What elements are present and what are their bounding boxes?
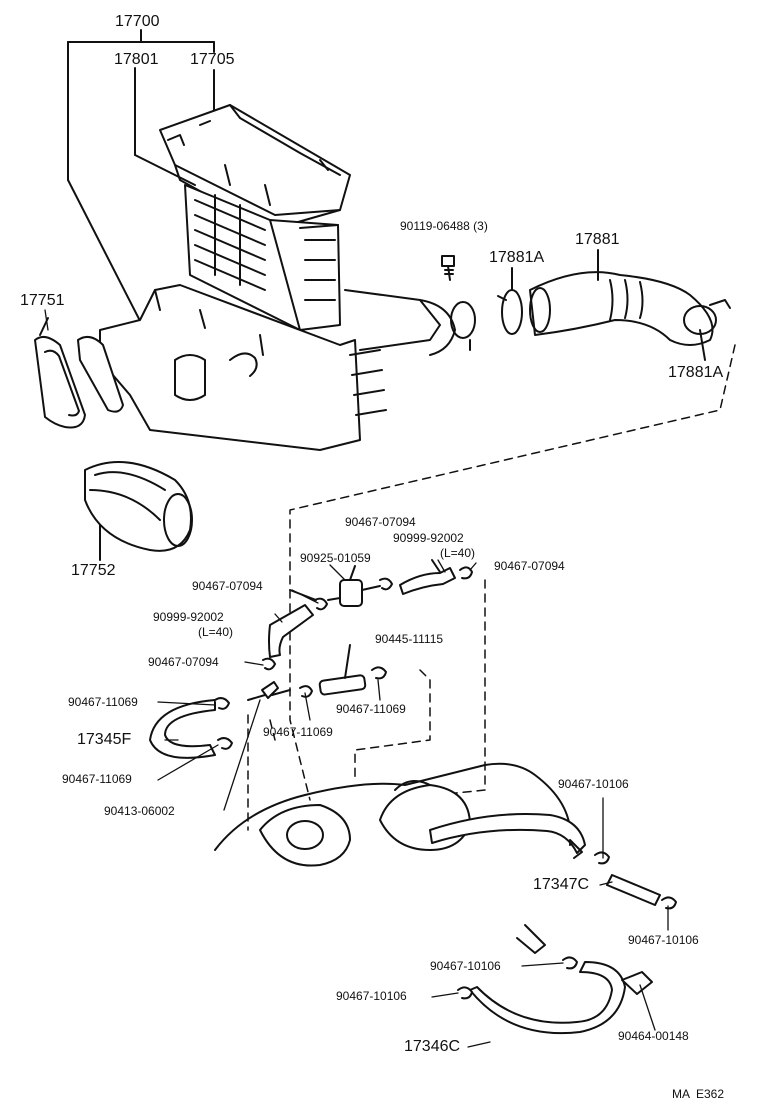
- clamp-17881A-lower[interactable]: [700, 300, 730, 360]
- label-90445-11115: 90445-11115: [375, 632, 444, 646]
- label-17346C: 17346C: [404, 1038, 461, 1055]
- label-17705: 17705: [190, 51, 235, 68]
- throttle-body-assembly[interactable]: [215, 764, 585, 866]
- label-17881: 17881: [575, 231, 620, 248]
- label-17751: 17751: [20, 292, 65, 309]
- clamp-90467-11069-lower[interactable]: [218, 738, 232, 749]
- intake-hose-17752[interactable]: [85, 462, 192, 560]
- label-90119-06488: 90119-06488 (3): [400, 219, 488, 233]
- clamp-90467-07094-left[interactable]: [290, 590, 327, 609]
- vacuum-valve-90925[interactable]: [328, 566, 380, 606]
- air-hose-17881[interactable]: [530, 250, 716, 345]
- label-90467-11069-mid: 90467-11069: [263, 725, 333, 739]
- air-filter-element-17801[interactable]: [185, 185, 340, 330]
- label-90999-92002-left: 90999-92002: [153, 610, 224, 624]
- leader-lines: [44, 309, 669, 1048]
- label-90999-92002-upper: 90999-92002: [393, 531, 464, 545]
- label-90467-07094-lower: 90467-07094: [148, 655, 219, 669]
- gasket-17751[interactable]: [35, 318, 123, 428]
- label-90467-07094-left: 90467-07094: [192, 579, 263, 593]
- clamp-90467-10106-lower-left[interactable]: [458, 987, 472, 998]
- hose-17346C[interactable]: [470, 962, 625, 1033]
- label-90467-07094-top: 90467-07094: [345, 515, 416, 529]
- label-90467-07094-right: 90467-07094: [494, 559, 565, 573]
- clamp-90467-07094-upper-right[interactable]: [460, 567, 472, 578]
- label-90464-00148: 90464-00148: [618, 1029, 689, 1043]
- label-90413-06002: 90413-06002: [104, 804, 175, 818]
- label-17881A-bottom: 17881A: [668, 364, 724, 381]
- label-17700: 17700: [115, 13, 160, 30]
- label-90999-92002-left-length: (L=40): [198, 625, 234, 639]
- label-90467-11069-lower: 90467-11069: [62, 772, 132, 786]
- label-17345F: 17345F: [77, 731, 132, 748]
- bolt-90119[interactable]: [442, 256, 454, 280]
- air-cleaner-case[interactable]: [100, 285, 475, 450]
- clamp-90467-07094-lower[interactable]: [263, 659, 275, 670]
- label-90467-11069-upper: 90467-11069: [68, 695, 138, 709]
- label-17752: 17752: [71, 562, 116, 579]
- clamp-90467-11069-upper[interactable]: [215, 698, 229, 709]
- label-90999-92002-upper-length: (L=40): [440, 546, 476, 560]
- label-90467-10106-right: 90467-10106: [628, 933, 699, 947]
- hose-17345F[interactable]: [150, 700, 215, 758]
- label-90467-10106-top: 90467-10106: [558, 777, 629, 791]
- label-17881A-top: 17881A: [489, 249, 545, 266]
- diagram-code: MA E362: [672, 1087, 725, 1101]
- tee-connector-90413[interactable]: [248, 682, 290, 700]
- clamp-90467-11069-right[interactable]: [372, 667, 386, 678]
- label-90925-01059: 90925-01059: [300, 551, 371, 565]
- air-cleaner-cap-17705[interactable]: [160, 105, 350, 230]
- label-90467-10106-lower: 90467-10106: [336, 989, 407, 1003]
- pipe-17347C[interactable]: [607, 875, 660, 905]
- hose-90999-upper[interactable]: [400, 560, 455, 594]
- clip-90464-00148[interactable]: [622, 972, 652, 994]
- clamp-90467-07094-upper-mid[interactable]: [380, 579, 392, 590]
- clamp-17881A-upper[interactable]: [498, 268, 522, 334]
- label-90467-11069-right: 90467-11069: [336, 702, 406, 716]
- pipe-90445[interactable]: [319, 645, 366, 695]
- hose-90999-left[interactable]: [269, 605, 313, 657]
- label-17347C: 17347C: [533, 876, 590, 893]
- label-90467-10106-mid: 90467-10106: [430, 959, 501, 973]
- clamp-90467-10106-lower-mid[interactable]: [517, 925, 577, 968]
- clamp-90467-10106-right[interactable]: [662, 897, 676, 908]
- label-17801: 17801: [114, 51, 159, 68]
- clamp-90467-10106-upper[interactable]: [595, 852, 609, 863]
